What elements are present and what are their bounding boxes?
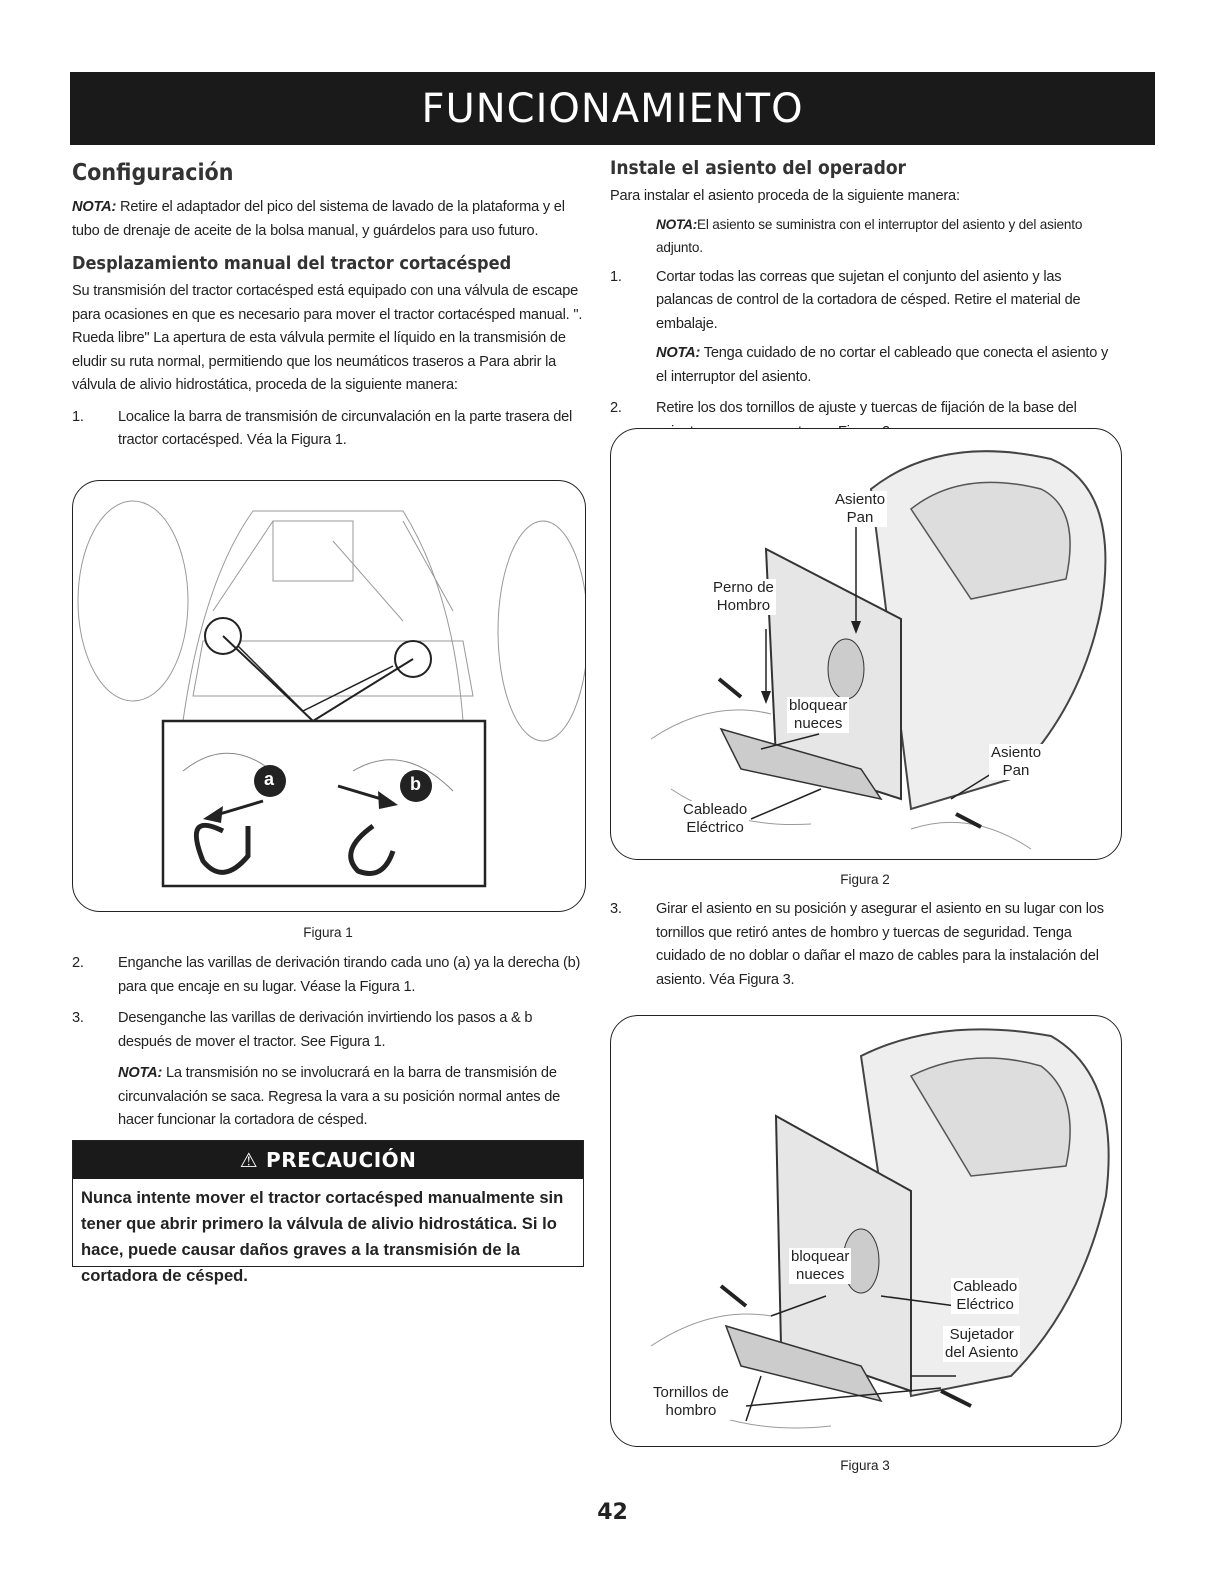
right-intro: Para instalar el asiento proceda de la s… [610, 188, 960, 204]
marker-a-label: a [264, 769, 275, 789]
warning-triangle-icon: ⚠ [239, 1148, 259, 1172]
label-cableado-electrico: Cableado Eléctrico [951, 1278, 1020, 1314]
step-text: Localice la barra de transmisión de circ… [118, 408, 573, 449]
right-column: Instale el asiento del operador Para ins… [610, 157, 1120, 444]
right-step-3-block: 3. Girar el asiento en su posición y ase… [610, 898, 1120, 992]
section-banner: FUNCIONAMIENTO [70, 72, 1155, 145]
nota-text: La transmisión no se involucrará en la b… [118, 1065, 561, 1128]
label-tornillos-hombro: Tornillos de hombro [651, 1384, 731, 1420]
warning-header: ⚠ PRECAUCIÓN [73, 1141, 583, 1179]
step-number: 3. [610, 901, 622, 917]
section-title: FUNCIONAMIENTO [421, 85, 804, 132]
figure-3: bloquear nueces Cableado Eléctrico Sujet… [610, 1015, 1122, 1447]
heading-configuracion: Configuración [72, 160, 234, 186]
marker-b-icon [400, 770, 432, 802]
label-bloquear-nueces: bloquear nueces [789, 1248, 852, 1284]
figure-2: Asiento Pan Perno de Hombro bloquear nue… [610, 428, 1122, 860]
left-steps-continued: 2. Enganche las varillas de derivación t… [72, 952, 584, 1133]
warning-text: Nunca intente mover el tractor cortacésp… [81, 1188, 564, 1285]
step-text: Desenganche las varillas de derivación i… [118, 1010, 533, 1050]
nota-2: NOTA: La transmisión no se involucrará e… [72, 1062, 584, 1133]
warning-title: PRECAUCIÓN [266, 1148, 417, 1172]
figure-1-caption: Figura 1 [303, 925, 353, 940]
label-cableado-electrico: Cableado Eléctrico [681, 801, 750, 837]
label-asiento-pan-right: Asiento Pan [989, 744, 1044, 780]
step-number: 1. [610, 268, 622, 285]
step-number: 2. [610, 400, 622, 416]
figure-1: a b [72, 480, 586, 912]
heading-instale-asiento: Instale el asiento del operador [610, 157, 906, 179]
nota-text: Retire el adaptador del pico del sistema… [72, 199, 565, 239]
nota-label: NOTA: [656, 345, 701, 361]
nota-label: NOTA: [656, 216, 698, 232]
intro-paragraph: Su transmisión del tractor cortacésped e… [72, 283, 583, 393]
page-number: 42 [597, 1500, 628, 1525]
nota-text: El asiento se suministra con el interrup… [656, 216, 1083, 256]
label-bloquear-nueces: bloquear nueces [787, 697, 850, 733]
left-column: Configuración NOTA: Retire el adaptador … [72, 160, 584, 453]
nota-1: NOTA: Retire el adaptador del pico del s… [72, 196, 584, 243]
label-asiento-pan-top: Asiento Pan [833, 491, 888, 527]
step-2: 2. Enganche las varillas de derivación t… [72, 952, 584, 999]
subheading-desplazamiento: Desplazamiento manual del tractor cortac… [72, 253, 512, 274]
figure-2-caption: Figura 2 [840, 872, 890, 887]
nota-label: NOTA: [118, 1065, 163, 1081]
step-number: 1. [72, 408, 84, 425]
warning-box: ⚠ PRECAUCIÓN Nunca intente mover el trac… [72, 1140, 584, 1285]
step-number: 2. [72, 955, 84, 971]
marker-a-icon [254, 765, 286, 797]
step-1: 1. Localice la barra de transmisión de c… [72, 406, 584, 453]
tractor-rear-illustration [77, 500, 585, 888]
step-number: 3. [72, 1010, 84, 1026]
label-sujetador-asiento: Sujetador del Asiento [943, 1326, 1021, 1362]
seat-removal-illustration [650, 450, 1107, 850]
right-step-3: 3. Girar el asiento en su posición y ase… [610, 898, 1120, 992]
step-text: Cortar todas las correas que sujetan el … [656, 268, 1081, 332]
seat-installation-illustration [650, 1028, 1110, 1429]
right-step-1: 1. Cortar todas las correas que sujetan … [610, 266, 1120, 337]
marker-b-label: b [410, 774, 421, 794]
right-nota-2: NOTA: Tenga cuidado de no cortar el cabl… [610, 342, 1120, 389]
right-nota-1: NOTA:El asiento se suministra con el int… [610, 213, 1120, 260]
step-3: 3. Desenganche las varillas de derivació… [72, 1007, 584, 1054]
nota-text: Tenga cuidado de no cortar el cableado q… [656, 345, 1109, 385]
step-text: Enganche las varillas de derivación tira… [118, 955, 581, 995]
nota-label: NOTA: [72, 199, 117, 215]
step-text: Girar el asiento en su posición y asegur… [656, 901, 1104, 988]
label-perno-hombro: Perno de Hombro [711, 579, 776, 615]
figure-3-caption: Figura 3 [840, 1458, 890, 1473]
